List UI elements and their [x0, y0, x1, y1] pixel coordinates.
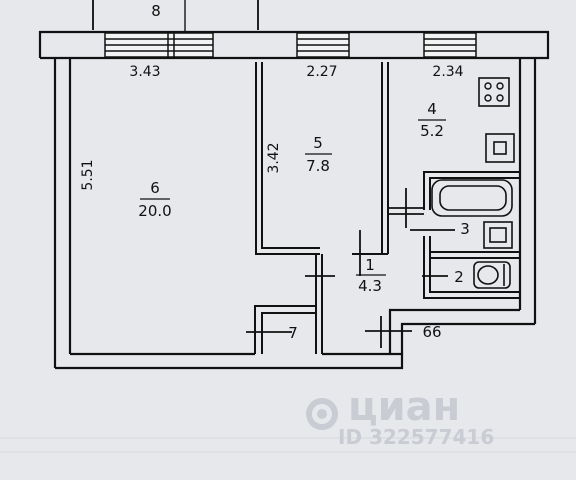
- stove-icon: [478, 77, 510, 107]
- wc-number: 2: [454, 268, 464, 286]
- neighbour-label: 8: [151, 2, 161, 20]
- room6-height: 5.51: [80, 159, 96, 190]
- room5-width: 2.27: [306, 64, 337, 80]
- watermark-logo-icon: [306, 398, 339, 430]
- toilet-icon: [473, 261, 511, 289]
- bathroom-sink-icon: [483, 221, 513, 249]
- room5-area: 7.8: [306, 157, 330, 175]
- outer-walls: [38, 30, 550, 370]
- room4-area: 5.2: [420, 122, 444, 140]
- watermark: циан ID 322577416: [306, 384, 494, 449]
- windows: [104, 32, 477, 58]
- door-marks: [246, 188, 455, 348]
- bathtub-icon: [431, 179, 513, 217]
- watermark-brand: циан: [348, 384, 460, 430]
- room5-height: 3.42: [266, 142, 282, 173]
- room4-width: 2.34: [432, 64, 463, 80]
- bath-number: 3: [460, 220, 470, 238]
- room6-width: 3.43: [129, 64, 160, 80]
- room1-number: 1: [365, 256, 375, 274]
- room4-number: 4: [427, 100, 437, 118]
- kitchen-sink-icon: [485, 133, 515, 163]
- room6-number: 6: [150, 179, 160, 197]
- paper-lines: [0, 437, 576, 453]
- watermark-id: ID 322577416: [338, 425, 494, 449]
- room1-area: 4.3: [358, 277, 382, 295]
- interior-walls: [254, 62, 520, 354]
- closet-number: 7: [288, 324, 298, 342]
- room5-number: 5: [313, 134, 323, 152]
- neighbour-walls: [92, 0, 259, 30]
- shaft-number: 66: [422, 323, 441, 341]
- room6-area: 20.0: [138, 202, 171, 220]
